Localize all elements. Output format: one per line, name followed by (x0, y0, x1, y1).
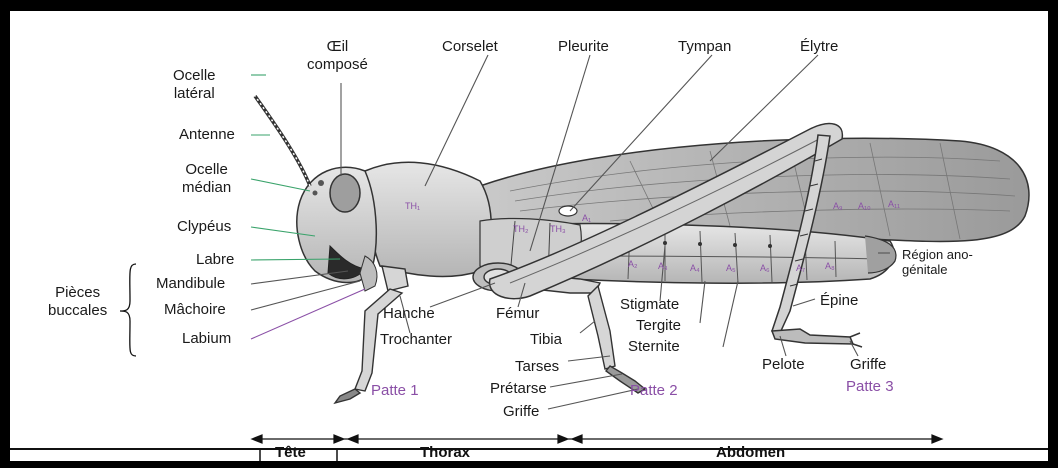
label-oeil-compose: Œil composé (307, 38, 368, 74)
label-region-ano-genitale: Région ano- génitale (902, 247, 973, 277)
label-corselet: Corselet (442, 38, 498, 56)
segment-th1: TH₁ (405, 201, 420, 211)
segment-a4: A₄ (690, 263, 700, 273)
label-labre: Labre (196, 251, 234, 269)
region-thorax: Thorax (420, 444, 470, 461)
segment-th3: TH₃ (550, 224, 566, 234)
segment-a3: A₃ (658, 261, 668, 271)
region-abdomen: Abdomen (716, 444, 785, 461)
label-patte-3: Patte 3 (846, 378, 894, 396)
label-femur: Fémur (496, 305, 539, 323)
label-clypeus: Clypéus (177, 218, 231, 236)
label-pleurite: Pleurite (558, 38, 609, 56)
label-mandibule: Mandibule (156, 275, 225, 293)
segment-a5: A₅ (726, 263, 736, 273)
label-elytre: Élytre (800, 38, 838, 56)
segment-a6: A₆ (760, 263, 770, 273)
label-patte-2: Patte 2 (630, 382, 678, 400)
tympan-shape (559, 206, 577, 216)
label-tarses: Tarses (515, 358, 559, 376)
segment-a2: A₂ (628, 259, 638, 269)
diagram-frame: Ocelle latéral Antenne Ocelle médian Cly… (10, 11, 1048, 461)
label-antenne: Antenne (179, 126, 235, 144)
segment-a11: A₁₁ (888, 199, 900, 209)
label-pieces-buccales: Pièces buccales (48, 284, 107, 320)
body-region-arrows (252, 435, 942, 443)
segment-a8: A₈ (825, 261, 835, 271)
segment-a9: A₉ (833, 201, 843, 211)
label-pelote: Pelote (762, 356, 805, 374)
antenna-shape (255, 96, 310, 186)
label-tibia: Tibia (530, 331, 562, 349)
pieces-buccales-bracket (120, 264, 136, 356)
label-patte-1: Patte 1 (371, 382, 419, 400)
label-trochanter: Trochanter (380, 331, 452, 349)
label-labium: Labium (182, 330, 231, 348)
region-tete: Tête (275, 444, 306, 461)
label-sternite: Sternite (628, 338, 680, 356)
label-tympan: Tympan (678, 38, 731, 56)
segment-th2: TH₂ (513, 224, 529, 234)
label-stigmate: Stigmate (620, 296, 679, 314)
label-epine: Épine (820, 292, 858, 310)
label-griffe-patte-3: Griffe (850, 356, 886, 374)
label-machoire: Mâchoire (164, 301, 226, 319)
label-ocelle-median: Ocelle médian (182, 161, 231, 197)
label-griffe-patte-2: Griffe (503, 403, 539, 421)
compound-eye-shape (330, 174, 360, 212)
segment-a10: A₁₀ (858, 201, 871, 211)
segment-a1: A₁ (582, 213, 591, 223)
label-ocelle-lateral: Ocelle latéral (173, 67, 216, 103)
segment-a7: A₇ (796, 263, 805, 273)
label-tergite: Tergite (636, 317, 681, 335)
label-hanche: Hanche (383, 305, 435, 323)
label-pretarse: Prétarse (490, 380, 547, 398)
ano-genital-tip (865, 236, 896, 273)
